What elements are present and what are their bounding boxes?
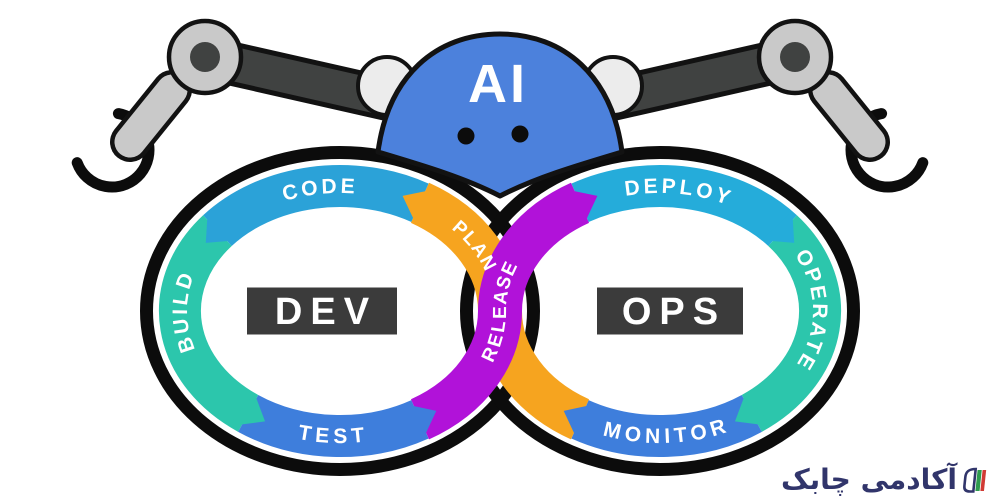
chevron-operate-to-monitor-icon [735,393,772,427]
chevron-code-to-build-icon [205,211,239,243]
flow-chevrons [205,188,795,442]
chevron-test-to-release-icon [403,403,437,442]
ops-label-box: OPS [597,287,743,335]
right-shoulder-joint-hub [780,42,810,72]
left-loop [158,165,429,458]
left-forearm [114,74,188,158]
segment-release-band [410,182,590,440]
robot-head-shell [375,31,625,199]
right-robot-arm [568,18,929,193]
watermark-logo-icon [963,467,987,493]
robot-head: AI [356,31,644,199]
dev-box-background [247,287,397,335]
dev-label-box: DEV [247,287,397,335]
ops-box-label: OPS [622,291,726,333]
left-loop-outline [140,146,540,476]
segment-test [238,394,429,458]
left-shoulder-joint-hub [190,42,220,72]
dev-box-label: DEV [275,291,377,333]
right-loop-outline [460,146,860,476]
segment-build [158,215,259,432]
segment-deploy [571,165,797,247]
segment-monitor [571,394,762,458]
watermark: آکادمی چابک [781,466,988,494]
robot-left-eye-icon [457,127,475,145]
segment-label-test: TEST [297,421,369,448]
robot-right-eye-icon [511,125,529,143]
chevron-deploy-to-operate-icon [761,211,795,243]
segment-operate [741,215,842,432]
watermark-text: آکادمی چابک [780,463,957,496]
segment-label-build: BUILD [168,266,199,355]
chevron-plan-to-code-icon [402,188,439,224]
chevron-monitor-to-plan-icon [563,403,597,442]
ai-label: AI [468,54,528,114]
ops-box-background [597,287,743,335]
left-robot-arm [71,18,432,193]
chevron-build-to-test-icon [228,393,265,427]
segment-code [203,165,429,247]
chevron-release-to-deploy-icon [561,188,598,224]
right-forearm [812,74,886,158]
right-loop [571,165,842,458]
